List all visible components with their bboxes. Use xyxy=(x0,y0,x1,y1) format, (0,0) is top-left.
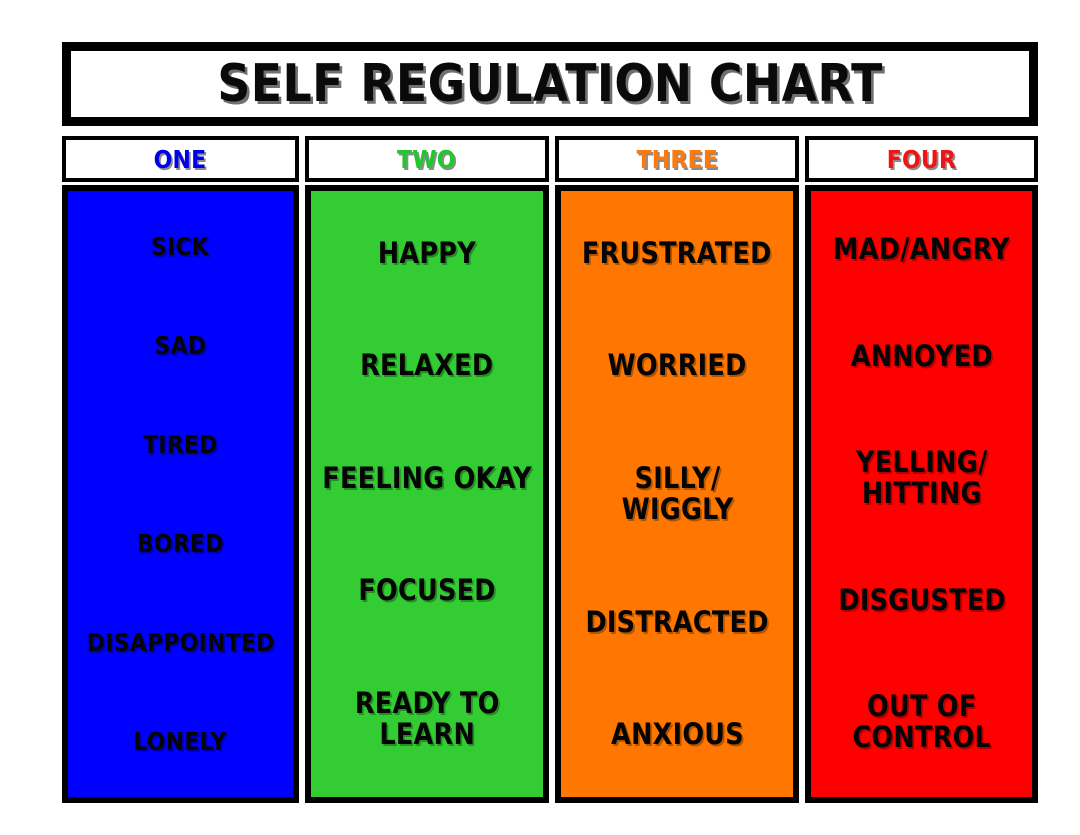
emotion-item: SICK xyxy=(151,233,209,260)
emotion-item-line: BORED xyxy=(136,529,224,558)
emotion-item: DISTRACTED xyxy=(585,604,769,639)
emotion-item-line: FRUSTRATED xyxy=(582,235,773,270)
emotion-item: BORED xyxy=(137,530,224,557)
emotion-item: SAD xyxy=(154,332,206,359)
emotion-item-line: TIRED xyxy=(142,430,218,459)
emotion-item-line: CONTROL xyxy=(852,720,992,755)
title-box: SELF REGULATION CHART xyxy=(62,42,1038,126)
emotion-item-line: WIGGLY xyxy=(621,491,734,526)
level-columns: SICK SAD TIRED BORED DISAPPOINTED LONELY HAPP… xyxy=(62,185,1038,803)
level-header-label-one: ONE xyxy=(153,144,207,174)
emotion-item: DISGUSTED xyxy=(838,582,1006,617)
emotion-item: DISAPPOINTED xyxy=(86,629,274,656)
level-header-label-four: FOUR xyxy=(887,144,957,174)
emotion-item-line: HITTING xyxy=(861,476,982,511)
page-title: SELF REGULATION CHART xyxy=(217,54,883,114)
level-header-cell-two: TWO xyxy=(304,136,549,182)
emotion-item-line: YELLING/ xyxy=(855,445,988,479)
level-header-row: ONE TWO THREE FOUR xyxy=(62,136,1038,182)
emotion-item-line: RELAXED xyxy=(360,348,494,383)
emotion-item-line: ANNOYED xyxy=(850,338,993,373)
emotion-item-line: LEARN xyxy=(378,717,475,752)
emotion-item: WORRIED xyxy=(607,348,747,383)
emotion-item-line: WORRIED xyxy=(607,348,747,383)
level-header-cell-four: FOUR xyxy=(805,136,1038,182)
emotion-item-line: OUT OF xyxy=(867,688,977,723)
level-header-label-three: THREE xyxy=(636,144,718,174)
emotion-item-line: DISTRACTED xyxy=(585,604,769,639)
emotion-item: FRUSTRATED xyxy=(582,235,773,270)
level-column-three: FRUSTRATED WORRIED SILLY/WIGGLY DISTRACTED A… xyxy=(554,185,800,803)
emotion-item-line: DISGUSTED xyxy=(838,582,1006,617)
emotion-item-line: SICK xyxy=(151,232,210,261)
emotion-item: YELLING/HITTING xyxy=(855,445,988,511)
emotion-item-line: SILLY/ xyxy=(634,460,721,495)
level-column-one: SICK SAD TIRED BORED DISAPPOINTED LONELY xyxy=(62,185,299,803)
emotion-item-line: READY TO xyxy=(354,685,500,720)
emotion-item: ANNOYED xyxy=(850,338,993,373)
emotion-item: HAPPY xyxy=(377,235,476,270)
emotion-item: SILLY/WIGGLY xyxy=(621,460,734,526)
emotion-item: ANXIOUS xyxy=(610,717,744,752)
emotion-item-line: ANXIOUS xyxy=(610,717,744,752)
level-header-label-two: TWO xyxy=(397,144,457,174)
level-column-four: MAD/ANGRY ANNOYED YELLING/HITTING DISGUSTED… xyxy=(805,185,1038,803)
emotion-item-line: LONELY xyxy=(133,727,227,756)
emotion-item: TIRED xyxy=(143,431,218,458)
emotion-item-line: FOCUSED xyxy=(358,573,496,608)
emotion-item: MAD/ANGRY xyxy=(833,232,1011,267)
emotion-item: FOCUSED xyxy=(358,573,496,608)
level-header-cell-one: ONE xyxy=(62,136,299,182)
emotion-item: RELAXED xyxy=(360,348,494,383)
emotion-item-line: FEELING OKAY xyxy=(321,460,532,495)
level-header-cell-three: THREE xyxy=(554,136,800,182)
emotion-item: LONELY xyxy=(134,728,227,755)
emotion-item-line: DISAPPOINTED xyxy=(86,628,275,657)
emotion-item-line: MAD/ANGRY xyxy=(833,232,1011,267)
emotion-item-line: HAPPY xyxy=(377,235,476,270)
emotion-item: FEELING OKAY xyxy=(321,460,532,495)
emotion-item-line: SAD xyxy=(154,331,207,360)
